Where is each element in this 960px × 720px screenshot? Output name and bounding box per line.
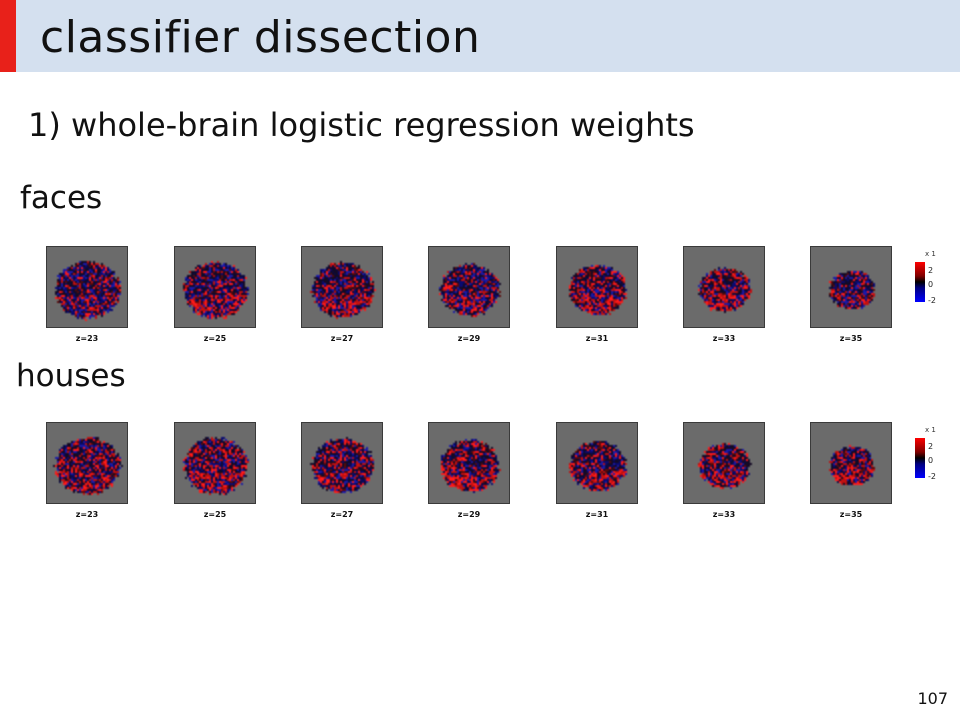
slice-z-label: z=31: [585, 510, 609, 519]
title-bar: classifier dissection: [0, 0, 960, 72]
title-accent-bar: [0, 0, 16, 72]
weight-map-canvas: [429, 247, 509, 327]
colorbar-tick-label: -2: [928, 296, 936, 305]
slice-z-label: z=35: [839, 334, 863, 343]
slide-title: classifier dissection: [40, 12, 481, 63]
colorbar-tick-label: 0: [928, 456, 934, 465]
slice-image: [428, 246, 510, 328]
colorbar-strip: [915, 262, 925, 302]
slice-image: [683, 246, 765, 328]
weight-map-canvas: [557, 247, 637, 327]
slice-z-label: z=35: [839, 510, 863, 519]
weight-map-canvas: [302, 247, 382, 327]
slice-image: [46, 246, 128, 328]
weight-map-canvas: [811, 247, 891, 327]
slice-image: [301, 246, 383, 328]
slide-subtitle: 1) whole-brain logistic regression weigh…: [28, 106, 695, 144]
colorbar-tick-label: -2: [928, 472, 936, 481]
slice-image: [556, 246, 638, 328]
weight-map-canvas: [684, 423, 764, 503]
weight-map-canvas: [684, 247, 764, 327]
colorbar-strip: [915, 438, 925, 478]
slice-z-label: z=29: [457, 334, 481, 343]
slice-z-label: z=23: [75, 510, 99, 519]
slice-image: [428, 422, 510, 504]
page-number: 107: [917, 689, 948, 708]
slice-z-label: z=25: [203, 510, 227, 519]
colorbar-tick-label: 0: [928, 280, 934, 289]
slice-image: [810, 246, 892, 328]
weight-map-canvas: [175, 423, 255, 503]
slice-image: [556, 422, 638, 504]
colorbar-tick-label: 2: [928, 266, 934, 275]
weight-map-canvas: [811, 423, 891, 503]
colorbar-scale-label: x 1: [925, 250, 936, 258]
weight-map-canvas: [557, 423, 637, 503]
slice-z-label: z=31: [585, 334, 609, 343]
colorbar-tick-label: 2: [928, 442, 934, 451]
slice-image: [46, 422, 128, 504]
slice-z-label: z=23: [75, 334, 99, 343]
row-label-faces: faces: [20, 180, 103, 216]
slice-image: [301, 422, 383, 504]
weight-map-canvas: [175, 247, 255, 327]
slice-z-label: z=27: [330, 334, 354, 343]
slice-z-label: z=25: [203, 334, 227, 343]
weight-map-canvas: [302, 423, 382, 503]
slice-image: [810, 422, 892, 504]
row-label-houses: houses: [16, 358, 126, 394]
slice-image: [174, 422, 256, 504]
slice-z-label: z=29: [457, 510, 481, 519]
colorbar-scale-label: x 1: [925, 426, 936, 434]
slice-image: [174, 246, 256, 328]
slice-z-label: z=33: [712, 334, 736, 343]
weight-map-canvas: [47, 423, 127, 503]
slice-image: [683, 422, 765, 504]
weight-map-canvas: [429, 423, 509, 503]
slice-z-label: z=33: [712, 510, 736, 519]
weight-map-canvas: [47, 247, 127, 327]
slice-z-label: z=27: [330, 510, 354, 519]
